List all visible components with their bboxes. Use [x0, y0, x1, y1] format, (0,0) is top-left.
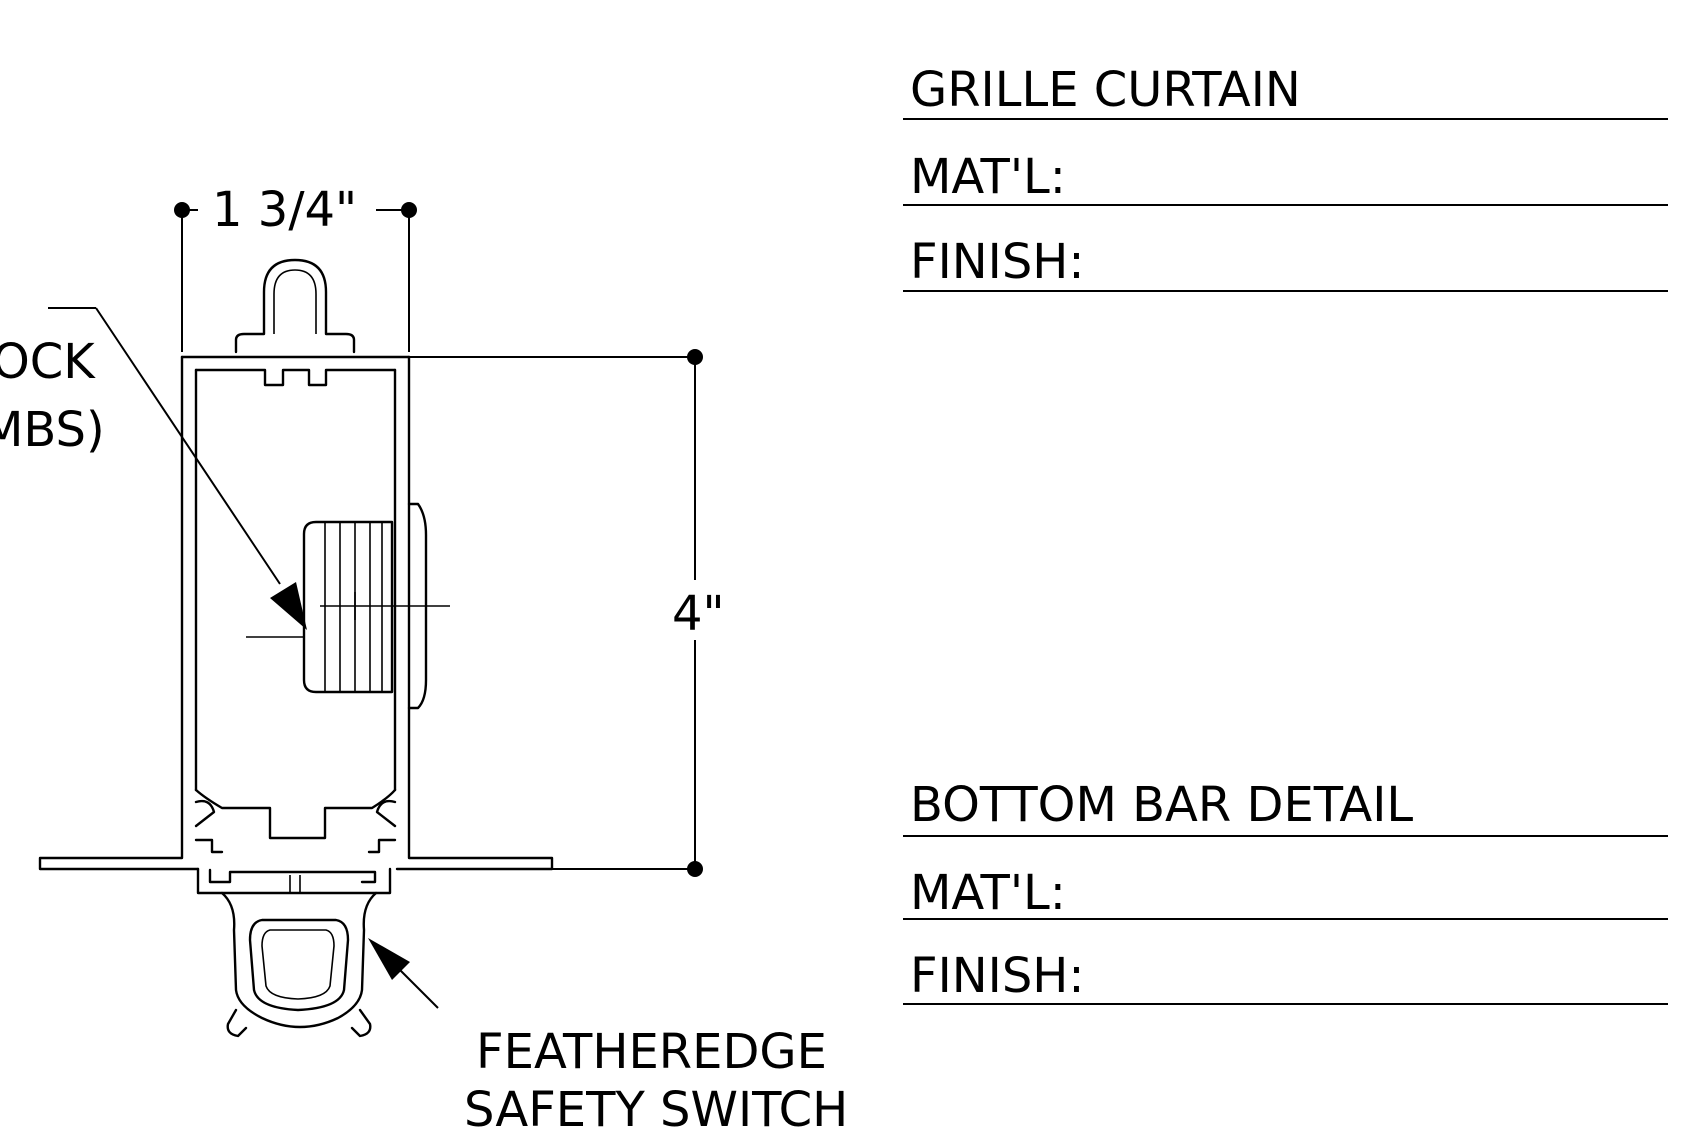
lock-callout-line1: OCK	[0, 334, 96, 390]
bottom-bar-material-label: MAT'L:	[910, 865, 1066, 921]
lock-cylinder	[246, 502, 450, 710]
grille-curtain-material-label: MAT'L:	[910, 149, 1066, 205]
height-dimension: 4"	[409, 349, 725, 877]
width-dimension-label: 1 3/4"	[212, 182, 357, 238]
lock-callout-line2: MBS)	[0, 402, 105, 458]
bottom-bar-profile	[38, 355, 554, 895]
height-dimension-label: 4"	[672, 586, 725, 642]
safety-switch-line2: SAFETY SWITCH	[464, 1082, 848, 1130]
spec-block-bottom-bar: BOTTOM BAR DETAIL MAT'L: FINISH:	[903, 777, 1668, 1005]
width-dimension: 1 3/4"	[174, 182, 417, 352]
spec-block-grille-curtain: GRILLE CURTAIN MAT'L: FINISH:	[903, 62, 1668, 292]
lock-callout: OCK MBS)	[0, 307, 307, 630]
safety-switch-seal	[220, 891, 378, 1038]
top-hook	[234, 258, 356, 354]
safety-switch-callout: FEATHEREDGE SAFETY SWITCH	[368, 938, 848, 1130]
grille-curtain-title: GRILLE CURTAIN	[910, 62, 1301, 118]
bottom-bar-title: BOTTOM BAR DETAIL	[910, 777, 1413, 833]
bottom-bar-finish-label: FINISH:	[910, 948, 1085, 1004]
grille-curtain-finish-label: FINISH:	[910, 234, 1085, 290]
safety-switch-line1: FEATHEREDGE	[476, 1024, 827, 1080]
